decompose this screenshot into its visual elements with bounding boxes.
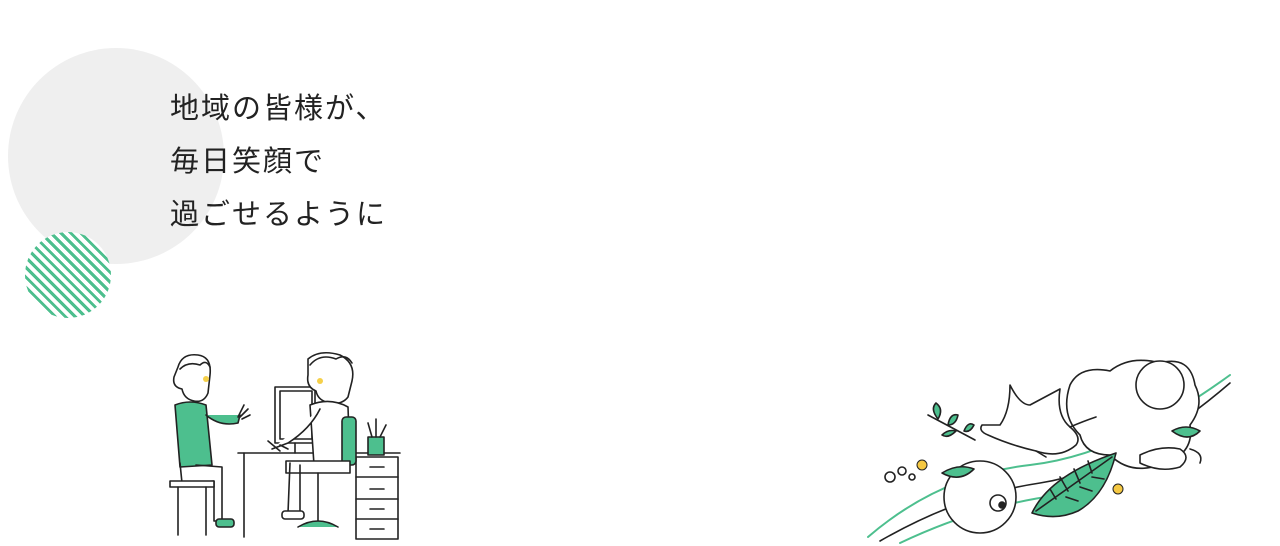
- decorative-grey-circle: [8, 48, 224, 264]
- sheep-small: [943, 460, 1017, 534]
- client-figure: [169, 353, 251, 536]
- tagline-line: 毎日笑顔で: [170, 144, 326, 178]
- pebbles: [884, 466, 916, 483]
- consultation-illustration: [169, 351, 401, 540]
- tagline-line: 過ごせるように: [170, 197, 388, 231]
- yellow-flowers: [916, 459, 1124, 495]
- small-leaves: [941, 426, 1201, 478]
- monitor: [274, 386, 316, 454]
- desk: [237, 452, 401, 540]
- tagline-line: 地域の皆様が、: [170, 91, 387, 125]
- olive-branch: [927, 402, 976, 441]
- dove: [980, 384, 1097, 458]
- decorative-striped-circle: [25, 232, 111, 318]
- dove-sheep-illustration: [867, 359, 1231, 544]
- pen-cup: [367, 418, 387, 456]
- hero-tagline: 地域の皆様が、 毎日笑顔で 過ごせるように: [170, 82, 387, 241]
- large-leaf: [1031, 452, 1117, 518]
- sheep-large: [1065, 359, 1202, 471]
- staff-figure: [267, 351, 357, 528]
